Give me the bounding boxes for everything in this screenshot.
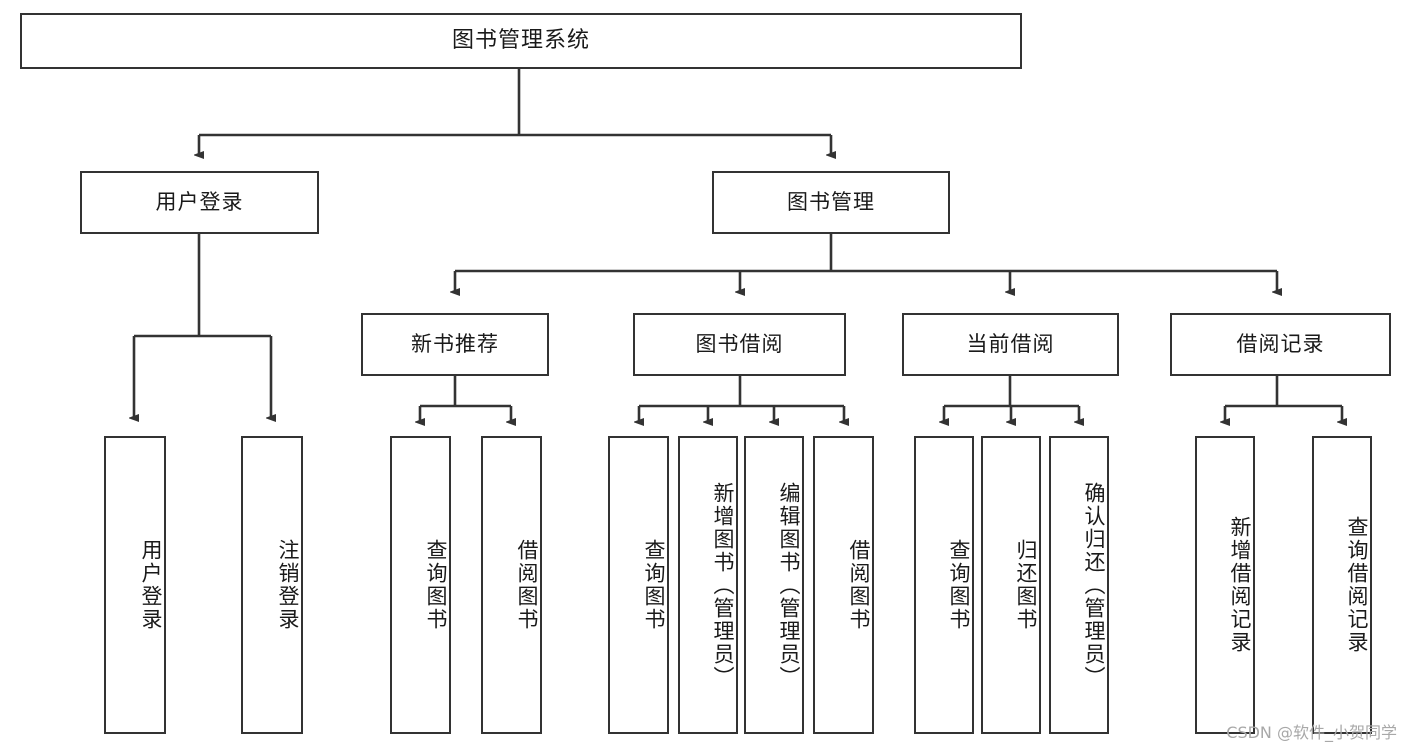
leaf-label: 查询图书	[424, 539, 448, 631]
leaf-label: 编辑图书（管理员）	[777, 481, 801, 689]
node-leaf-borrow-add-book-admin[interactable]: 新增图书（管理员）	[678, 436, 738, 734]
node-leaf-borrow-borrow-book[interactable]: 借阅图书	[813, 436, 874, 734]
leaf-label: 查询借阅记录	[1345, 516, 1369, 654]
node-borrow-records[interactable]: 借阅记录	[1170, 313, 1391, 376]
leaf-label: 查询图书	[642, 539, 666, 631]
node-leaf-current-query[interactable]: 查询图书	[914, 436, 974, 734]
node-leaf-user-login-signout[interactable]: 注销登录	[241, 436, 303, 734]
node-book-management[interactable]: 图书管理	[712, 171, 950, 234]
leaf-label: 确认归还（管理员）	[1082, 481, 1106, 689]
node-leaf-new-book-query[interactable]: 查询图书	[390, 436, 451, 734]
node-leaf-borrow-edit-book-admin[interactable]: 编辑图书（管理员）	[744, 436, 804, 734]
node-new-book-recommend[interactable]: 新书推荐	[361, 313, 549, 376]
node-leaf-borrow-query[interactable]: 查询图书	[608, 436, 669, 734]
leaf-label: 用户登录	[139, 539, 163, 631]
node-current-borrow[interactable]: 当前借阅	[902, 313, 1119, 376]
leaf-label: 新增借阅记录	[1228, 516, 1252, 654]
node-leaf-user-login-signin[interactable]: 用户登录	[104, 436, 166, 734]
leaf-label: 归还图书	[1014, 539, 1038, 631]
node-root-system[interactable]: 图书管理系统	[20, 13, 1022, 69]
leaf-label: 查询图书	[947, 539, 971, 631]
leaf-label: 借阅图书	[847, 539, 871, 631]
leaf-label: 借阅图书	[515, 539, 539, 631]
node-leaf-current-return[interactable]: 归还图书	[981, 436, 1041, 734]
node-leaf-current-confirm-return-admin[interactable]: 确认归还（管理员）	[1049, 436, 1109, 734]
node-user-login[interactable]: 用户登录	[80, 171, 319, 234]
node-leaf-records-add[interactable]: 新增借阅记录	[1195, 436, 1255, 734]
node-book-borrow[interactable]: 图书借阅	[633, 313, 846, 376]
leaf-label: 注销登录	[276, 539, 300, 631]
node-leaf-records-query[interactable]: 查询借阅记录	[1312, 436, 1372, 734]
node-leaf-new-book-borrow[interactable]: 借阅图书	[481, 436, 542, 734]
leaf-label: 新增图书（管理员）	[711, 481, 735, 689]
